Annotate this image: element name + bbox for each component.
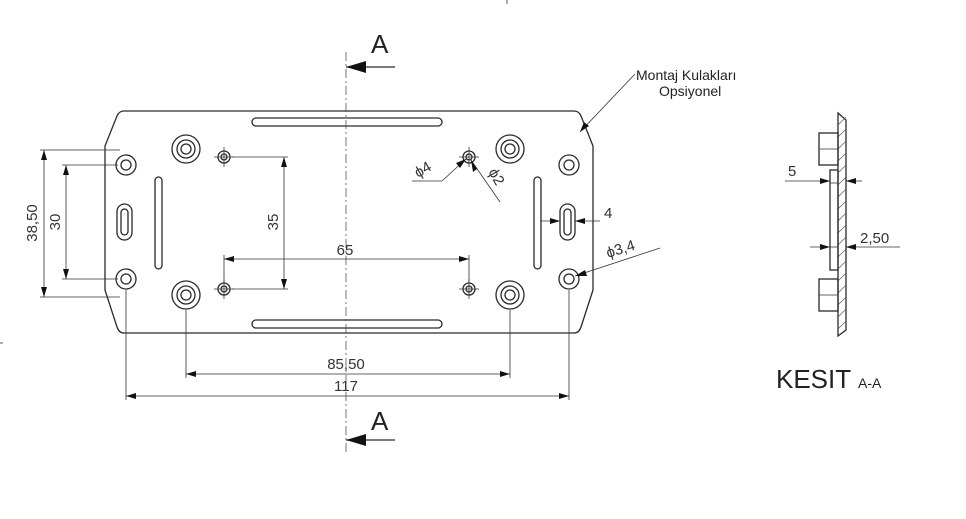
callout-line1: Montaj Kulakları (636, 67, 736, 83)
dim-35 (232, 156, 288, 290)
top-slot (251, 117, 443, 127)
callout-leader (579, 73, 636, 133)
dim-phi3-4-label: ϕ3,4 (604, 237, 637, 262)
dim-section-5-label: 5 (788, 163, 796, 180)
dim-section-2-50-label: 2,50 (860, 230, 889, 247)
small-holes (214, 147, 479, 299)
countersunk-holes (171, 134, 525, 310)
dim-35-label: 35 (265, 214, 282, 231)
section-subtitle: A-A (858, 375, 882, 391)
dim-section-5 (785, 178, 862, 184)
dim-slot-4 (540, 218, 600, 224)
left-ear-slot-inner (120, 208, 129, 236)
dim-30 (62, 164, 118, 280)
dim-65 (223, 255, 470, 282)
dim-30-label: 30 (47, 214, 64, 231)
dim-38-50-label: 38,50 (24, 204, 41, 242)
dim-slot-4-label: 4 (604, 205, 612, 222)
section-arrow-top (346, 61, 395, 73)
section-label-bottom: A (371, 406, 389, 436)
left-ear-slot (116, 203, 133, 241)
right-ear-slot-inner (563, 208, 572, 236)
dim-117-label: 117 (334, 378, 358, 395)
plate-outline (104, 110, 594, 334)
bottom-slot (251, 319, 443, 329)
dim-85-50 (185, 310, 511, 378)
callout-line2: Opsiyonel (659, 83, 721, 99)
ear-holes (115, 154, 580, 290)
dim-phi3-4-leader (574, 247, 661, 277)
dim-85-50-label: 85,50 (327, 356, 365, 373)
dim-38-50 (40, 149, 120, 298)
dim-phi2-leader (470, 159, 501, 203)
section-title: KESIT (776, 364, 851, 394)
dim-117 (125, 290, 570, 400)
dim-section-2-50 (810, 244, 900, 250)
dim-phi2-label: ϕ2 (485, 166, 508, 189)
right-ear-slot (559, 203, 576, 241)
left-vertical-slot (154, 176, 163, 270)
right-vertical-slot (533, 176, 542, 270)
section-arrow-bottom (346, 434, 395, 446)
dim-phi4-leader (412, 158, 467, 182)
dim-65-label: 65 (337, 242, 354, 259)
section-label-top: A (371, 29, 389, 59)
section-view (818, 111, 847, 338)
dim-phi4-label: ϕ4 (412, 158, 435, 181)
